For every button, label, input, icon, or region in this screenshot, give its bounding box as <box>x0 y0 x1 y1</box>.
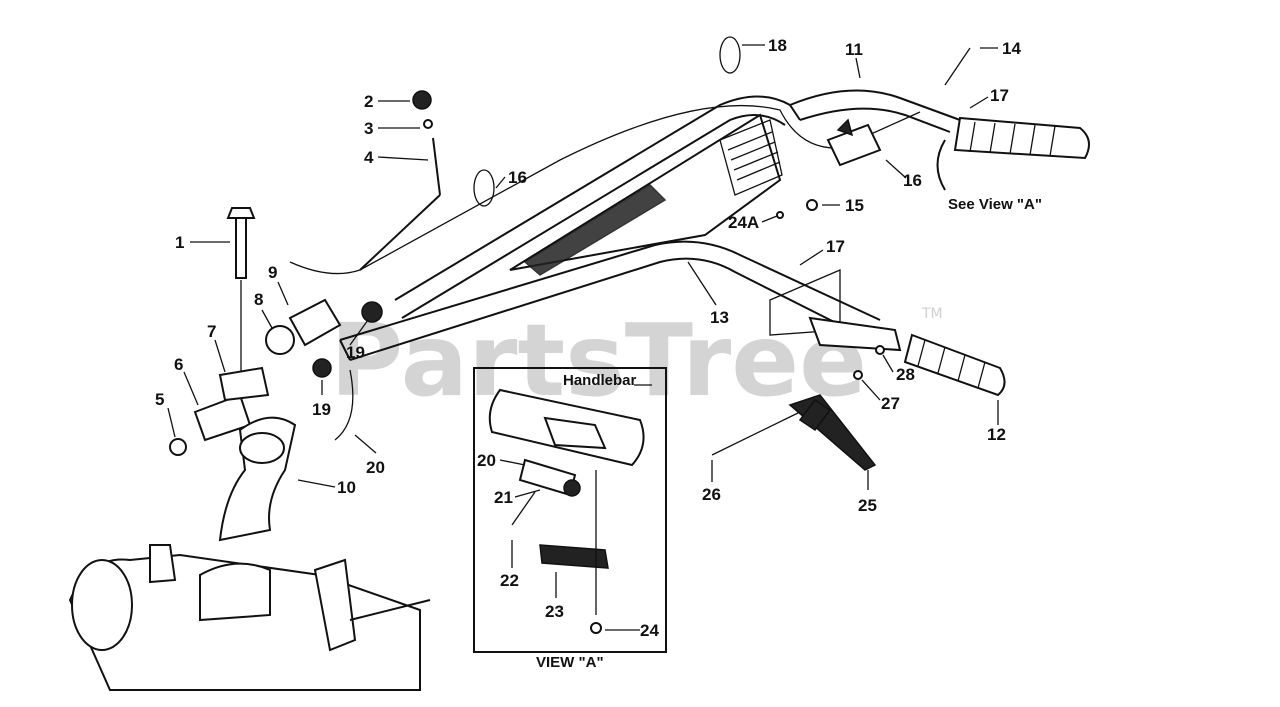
callout-9: 9 <box>268 263 277 282</box>
callout-2: 2 <box>364 92 373 111</box>
small-washer-27 <box>853 370 863 380</box>
rod-4 <box>432 137 441 196</box>
mount-bracket-parts <box>169 298 383 456</box>
lever-bracket <box>769 269 902 352</box>
lever-pin <box>711 411 801 456</box>
watermark-text: PartsTree <box>330 302 867 419</box>
callout-10: 10 <box>337 478 356 497</box>
callout-16-lower: 16 <box>508 168 527 187</box>
upper-grip <box>953 116 1090 160</box>
callout-22: 22 <box>500 571 519 590</box>
engine-body <box>68 544 431 691</box>
clutch-lever <box>788 394 877 471</box>
callout-6: 6 <box>174 355 183 374</box>
callout-26: 26 <box>702 485 721 504</box>
handlebar-brace-panel <box>509 113 783 276</box>
wire-20 <box>334 369 354 441</box>
cable-tie-18-upper <box>719 36 741 74</box>
nut-15 <box>806 199 818 211</box>
callout-20-main: 20 <box>366 458 385 477</box>
handlebar-upper-tube <box>394 89 961 319</box>
callout-7: 7 <box>207 322 216 341</box>
cable-tie-18-lower <box>473 169 495 207</box>
callout-4: 4 <box>364 148 374 167</box>
callout-19-lower: 19 <box>312 400 331 419</box>
callout-5: 5 <box>155 390 164 409</box>
rod-4-lower <box>359 194 441 271</box>
small-washer-28 <box>875 345 885 355</box>
callout-24: 24 <box>640 621 659 640</box>
washer-3 <box>423 119 433 129</box>
callout-13: 13 <box>710 308 729 327</box>
callout-17-lower: 17 <box>826 237 845 256</box>
view-a-handlebar-label: Handlebar <box>563 372 637 389</box>
callout-25: 25 <box>858 496 877 515</box>
callout-3: 3 <box>364 119 373 138</box>
callout-27: 27 <box>881 394 900 413</box>
callout-16-upper: 16 <box>903 171 922 190</box>
see-view-a-arrow <box>936 139 946 191</box>
view-a-inset: Handlebar VIEW "A" <box>473 367 667 671</box>
view-a-title: VIEW "A" <box>536 654 604 671</box>
callout-15: 15 <box>845 196 864 215</box>
callout-18-upper: 18 <box>768 36 787 55</box>
bolt-1 <box>226 207 256 279</box>
callout-23: 23 <box>545 602 564 621</box>
callout-19-upper: 19 <box>346 343 365 362</box>
control-cable <box>289 104 921 275</box>
callout-14: 14 <box>1002 39 1021 58</box>
callout-28: 28 <box>896 365 915 384</box>
knob-2 <box>412 90 432 110</box>
callout-24a: 24A <box>728 213 759 232</box>
control-bracket <box>826 118 882 167</box>
screw-14 <box>944 47 971 86</box>
callout-11: 11 <box>845 40 863 59</box>
see-view-a-label: See View "A" <box>948 196 1042 213</box>
handlebar-post <box>218 416 297 542</box>
callout-21: 21 <box>494 488 513 507</box>
callout-17-upper: 17 <box>990 86 1009 105</box>
lower-grip <box>903 333 1006 397</box>
washer-24a <box>776 211 784 219</box>
callout-12: 12 <box>987 425 1006 444</box>
callout-8: 8 <box>254 290 263 309</box>
watermark-tm: TM <box>921 306 943 322</box>
callout-20-view-a: 20 <box>477 451 496 470</box>
callout-leaders <box>167 44 999 631</box>
callout-1: 1 <box>175 233 184 252</box>
